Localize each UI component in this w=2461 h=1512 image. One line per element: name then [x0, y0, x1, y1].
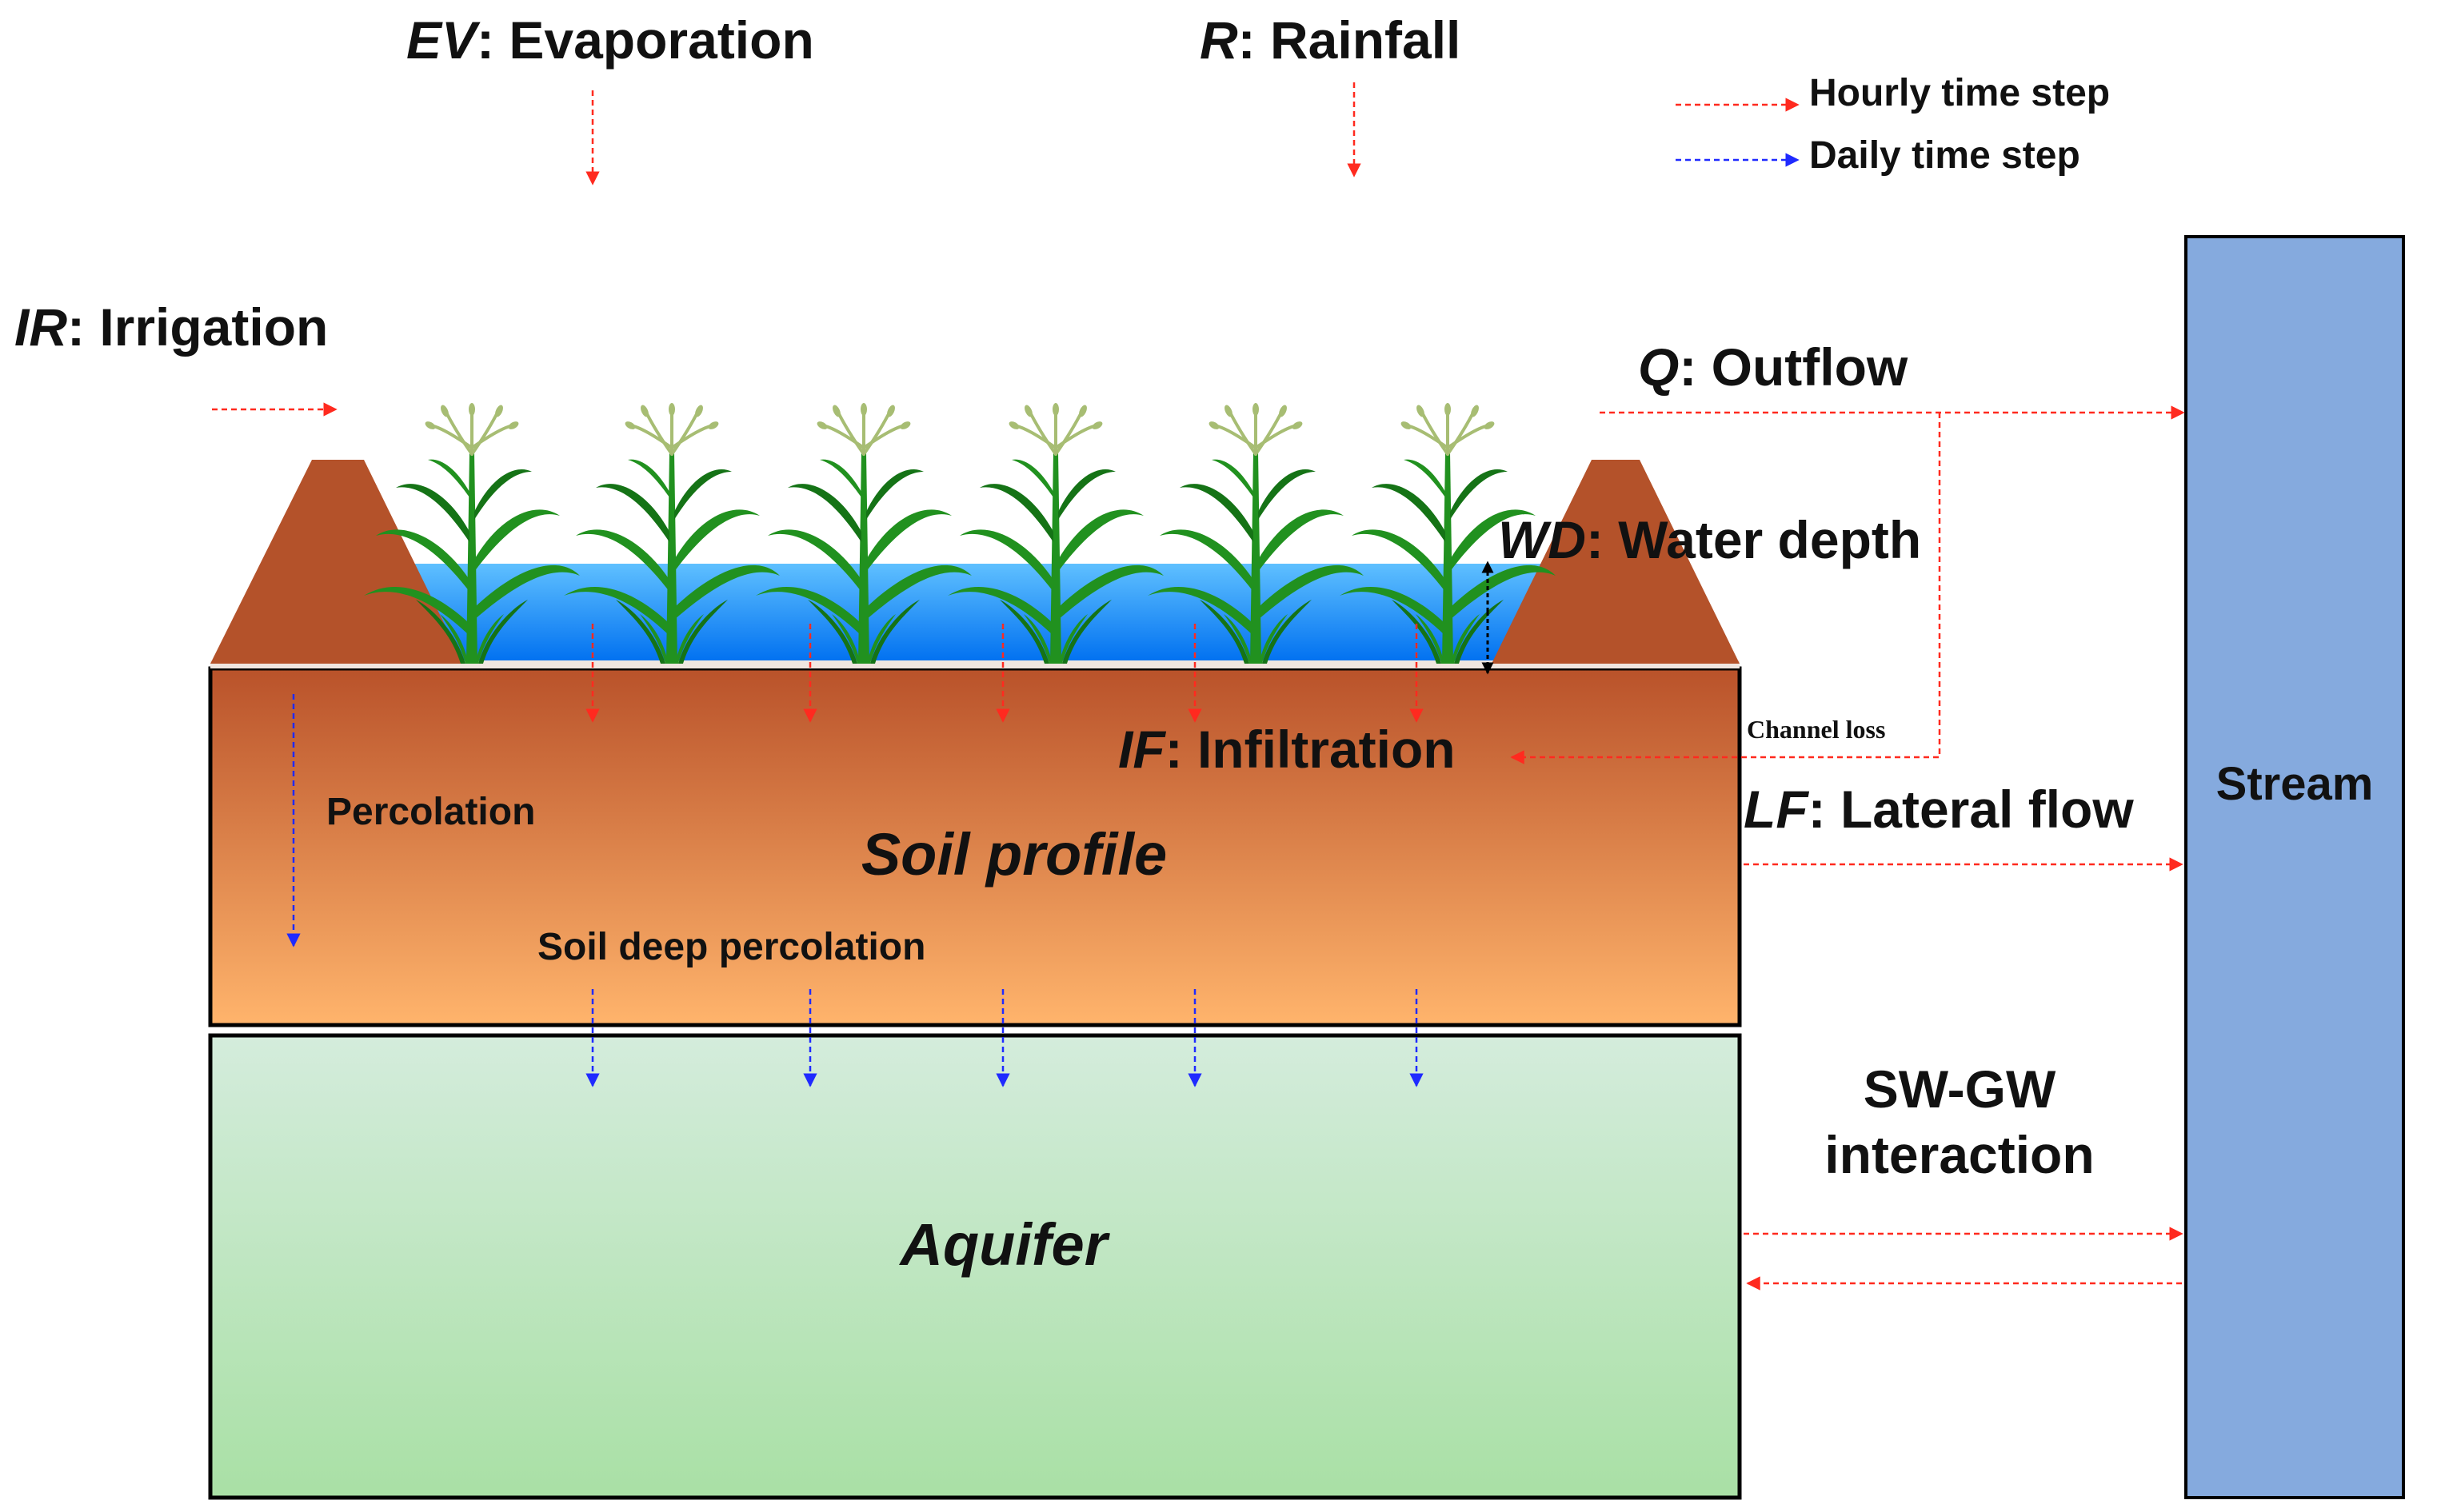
sw-gw-label-line2: interaction — [1824, 1125, 2094, 1184]
hourly-arrows — [212, 82, 2185, 1291]
sw-gw-label-line1: SW-GW — [1864, 1059, 2056, 1119]
stream-label: Stream — [2216, 758, 2374, 810]
soil-profile-label: Soil profile — [861, 821, 1167, 888]
aquifer-box — [208, 1033, 1742, 1500]
outflow-label: Q: Outflow — [1638, 337, 1908, 397]
legend-hourly-label: Hourly time step — [1809, 72, 2110, 114]
levee-right — [1492, 460, 1740, 664]
percolation-label: Percolation — [326, 791, 535, 833]
irrigation-label: IR: Irrigation — [14, 297, 328, 357]
ponded-water — [400, 564, 1552, 663]
daily-arrows — [286, 153, 1800, 1087]
levee-left — [210, 460, 464, 664]
soil-deep-percolation-label: Soil deep percolation — [537, 926, 925, 968]
legend-daily-label: Daily time step — [1809, 134, 2080, 177]
water-depth-label: WD: Water depth — [1498, 510, 1921, 569]
evaporation-label: EV: Evaporation — [406, 10, 814, 70]
soil-profile-box — [208, 666, 1742, 1027]
infiltration-label: IF: Infiltration — [1118, 720, 1456, 779]
stream-box — [2184, 235, 2405, 1499]
channel-loss-label: Channel loss — [1747, 715, 1885, 744]
aquifer-label: Aquifer — [899, 1211, 1111, 1278]
lateral-flow-label: LF: Lateral flow — [1744, 780, 2134, 839]
rainfall-label: R: Rainfall — [1200, 10, 1460, 70]
